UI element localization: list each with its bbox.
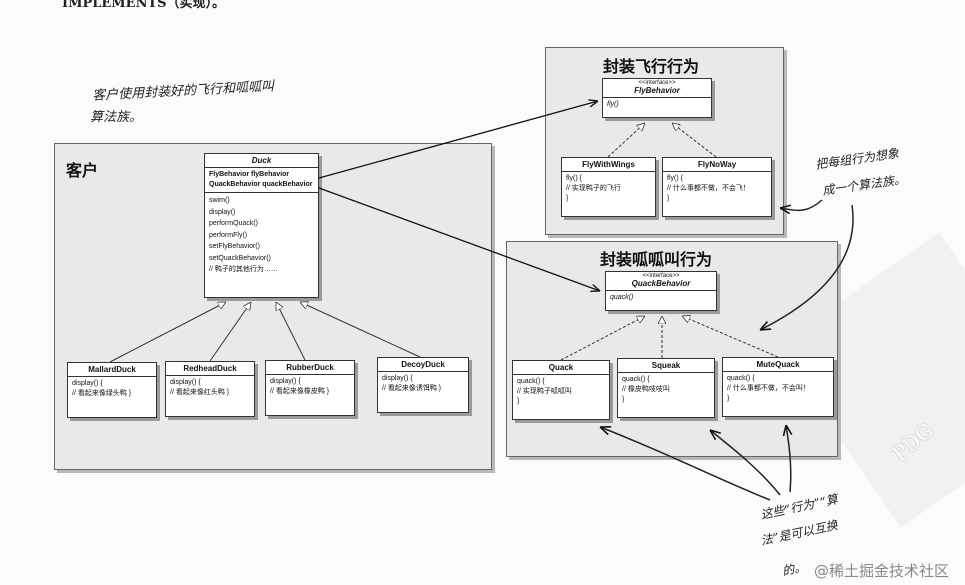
duck-method: setFlyBehavior() xyxy=(209,243,260,250)
quack-group-title: 封装呱呱叫行为 xyxy=(600,250,713,269)
duck-method: performQuack() xyxy=(209,220,259,227)
redhead-duck-class: RedheadDuck display() { // 看起来像红头鸭 } xyxy=(165,361,255,417)
inherit-mallard xyxy=(109,301,226,363)
class-line: quack() { xyxy=(622,376,650,383)
class-line: // 什么事都不做，不会飞！ xyxy=(667,185,750,192)
duck-method: setQuackBehavior() xyxy=(209,254,271,262)
class-name: DecoyDuck xyxy=(378,358,468,372)
class-line: quack() { xyxy=(517,378,545,385)
class-line: // 橡皮鸭吱吱叫 xyxy=(622,386,670,393)
inherit-redhead xyxy=(209,302,251,362)
class-line: // 实现鸭子的飞行 xyxy=(566,185,621,192)
quack-class: Quack quack() { // 实现鸭子呱呱叫 } xyxy=(512,360,610,420)
implements-quack xyxy=(560,315,645,361)
class-line: display() { xyxy=(170,379,201,386)
watermark: @稀土掘金技术社区 xyxy=(813,562,949,580)
class-line: // 看起来像橡皮鸭 } xyxy=(270,388,330,395)
duck-to-quack-arrow xyxy=(318,187,600,291)
swap-arrow-mute xyxy=(786,425,791,493)
client-note-line-2: 算法族。 xyxy=(90,110,143,125)
squeak-class: Squeak quack() { // 橡皮鸭吱吱叫 } xyxy=(617,358,715,418)
quack-note-arrow xyxy=(760,204,854,330)
inherit-decoy xyxy=(300,302,421,358)
header-text: IMPLEMENTS（实现）。 xyxy=(62,0,226,11)
class-line: } xyxy=(517,398,520,405)
fly-with-wings-class: FlyWithWings fly() { // 实现鸭子的飞行 } xyxy=(561,157,656,217)
class-line: fly() { xyxy=(566,175,582,182)
class-name: Squeak xyxy=(618,359,714,373)
duck-method: swim() xyxy=(209,197,230,204)
class-line: display() { xyxy=(270,378,301,385)
class-name: Quack xyxy=(513,361,609,375)
implements-mute-quack xyxy=(682,316,779,358)
class-line: // 看起来像红头鸭 } xyxy=(170,389,230,396)
class-line: } xyxy=(566,195,569,202)
class-name: RedheadDuck xyxy=(166,362,254,376)
class-name: FlyWithWings xyxy=(562,158,655,172)
class-line: // 什么事都不做，不会叫！ xyxy=(727,385,810,392)
duck-field: FlyBehavior flyBehavior xyxy=(209,171,290,178)
duck-method: // 鸭子的其他行为…… xyxy=(209,266,278,273)
fly-behavior-interface: <<interface>> FlyBehavior fly() xyxy=(602,78,712,118)
duck-field: QuackBehavior quackBehavior xyxy=(209,181,313,188)
duck-class-name: Duck xyxy=(205,154,318,168)
interface-stereotype: <<interface>> xyxy=(642,273,680,279)
class-line: } xyxy=(622,396,625,403)
class-line: // 实现鸭子呱呱叫 xyxy=(517,388,572,395)
implements-fly-no-way xyxy=(672,123,717,158)
class-line: display() { xyxy=(72,380,103,387)
fly-note-arrow xyxy=(780,199,823,210)
swap-arrow-quack xyxy=(600,427,771,501)
duck-method: display() xyxy=(209,208,236,216)
class-name: MuteQuack xyxy=(723,358,833,372)
client-group-title: 客户 xyxy=(66,161,99,180)
duck-class: Duck FlyBehavior flyBehavior QuackBehavi… xyxy=(204,153,319,298)
interface-stereotype: <<interface>> xyxy=(638,80,676,86)
fly-group-title: 封装飞行行为 xyxy=(603,57,700,76)
class-line: } xyxy=(667,195,670,202)
class-line: // 看起来像诱饵鸭 } xyxy=(382,385,442,392)
inherit-rubber xyxy=(275,302,306,361)
fly-no-way-class: FlyNoWay fly() { // 什么事都不做，不会飞！ } xyxy=(662,157,772,217)
duck-to-fly-arrow xyxy=(318,101,598,179)
interface-method: fly() xyxy=(607,101,619,108)
duck-method: performFly() xyxy=(209,231,248,239)
class-line: display() { xyxy=(382,375,413,382)
class-line: quack() { xyxy=(727,375,755,382)
class-line: // 看起来像绿头鸭 } xyxy=(72,390,132,397)
interface-method: quack() xyxy=(610,294,634,301)
class-name: MallardDuck xyxy=(68,363,156,377)
quack-behavior-interface: <<interface>> QuackBehavior quack() xyxy=(605,271,717,311)
class-line: fly() { xyxy=(667,175,683,182)
rubber-duck-class: RubberDuck display() { // 看起来像橡皮鸭 } xyxy=(265,360,355,416)
interface-name: QuackBehavior xyxy=(606,279,716,291)
mallard-duck-class: MallardDuck display() { // 看起来像绿头鸭 } xyxy=(67,362,157,418)
mute-quack-class: MuteQuack quack() { // 什么事都不做，不会叫！ } xyxy=(722,357,834,417)
class-name: FlyNoWay xyxy=(663,158,771,172)
interface-name: FlyBehavior xyxy=(603,86,711,98)
swap-arrow-squeak xyxy=(710,430,781,496)
implements-fly-with-wings xyxy=(607,123,645,158)
class-line: } xyxy=(727,395,730,402)
class-name: RubberDuck xyxy=(266,361,354,375)
decoy-duck-class: DecoyDuck display() { // 看起来像诱饵鸭 } xyxy=(377,357,469,413)
